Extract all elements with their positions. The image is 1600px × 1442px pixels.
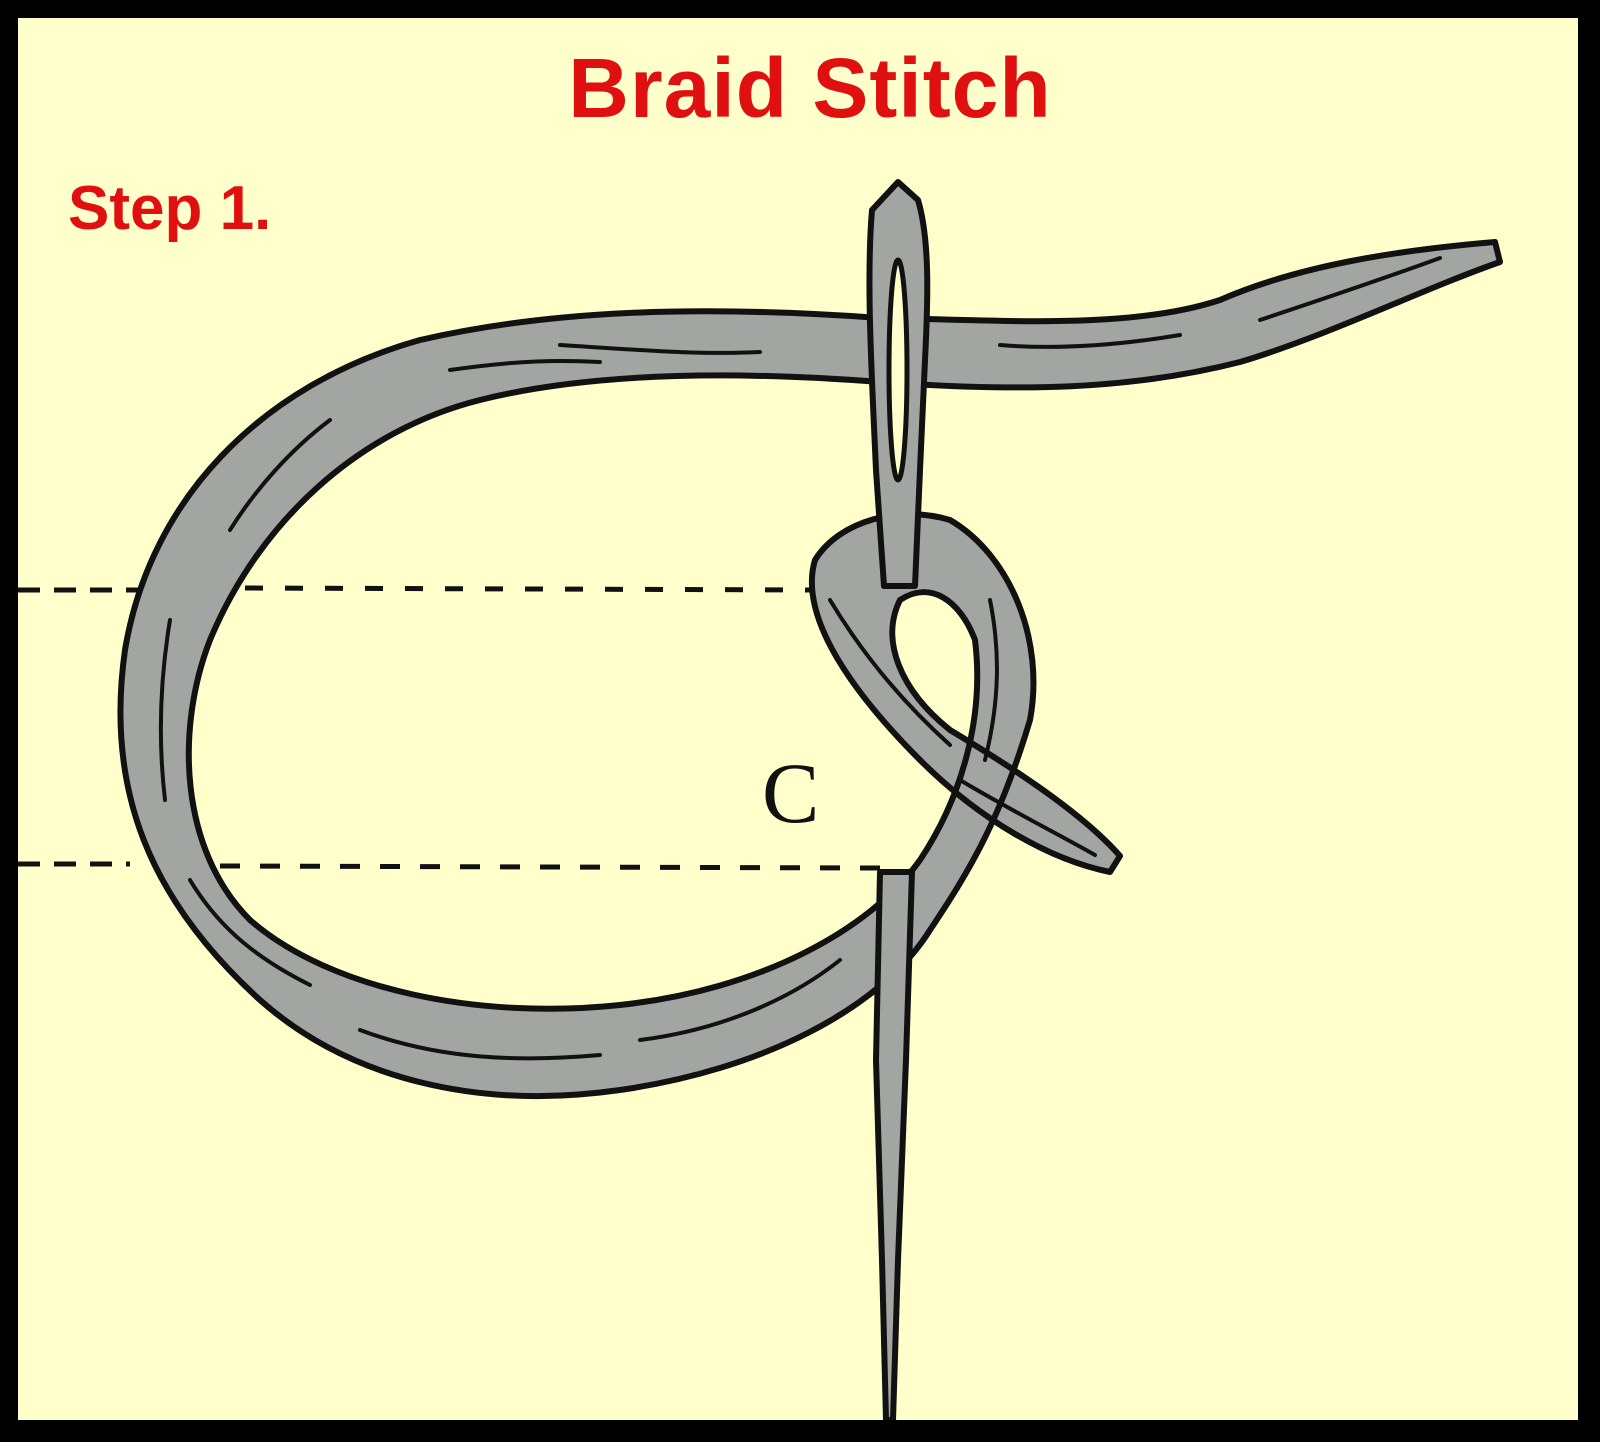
step-label: Step 1.	[68, 174, 272, 243]
point-label-c: C	[762, 745, 819, 841]
needle-eye-hole	[886, 257, 910, 483]
stitch-diagram: C	[18, 179, 1503, 1420]
upper-guide-inside	[244, 585, 816, 593]
guide-lines	[18, 585, 881, 871]
thread-twist-marks	[158, 256, 1442, 1061]
lower-guide-inside	[219, 863, 881, 871]
thread-loop	[117, 239, 1503, 1099]
needle	[866, 179, 931, 1420]
needle-point	[873, 869, 915, 1420]
page-title: Braid Stitch	[568, 41, 1052, 135]
thread-path	[117, 239, 1503, 1099]
diagram-frame: C Braid Stitch Step 1.	[18, 18, 1578, 1420]
